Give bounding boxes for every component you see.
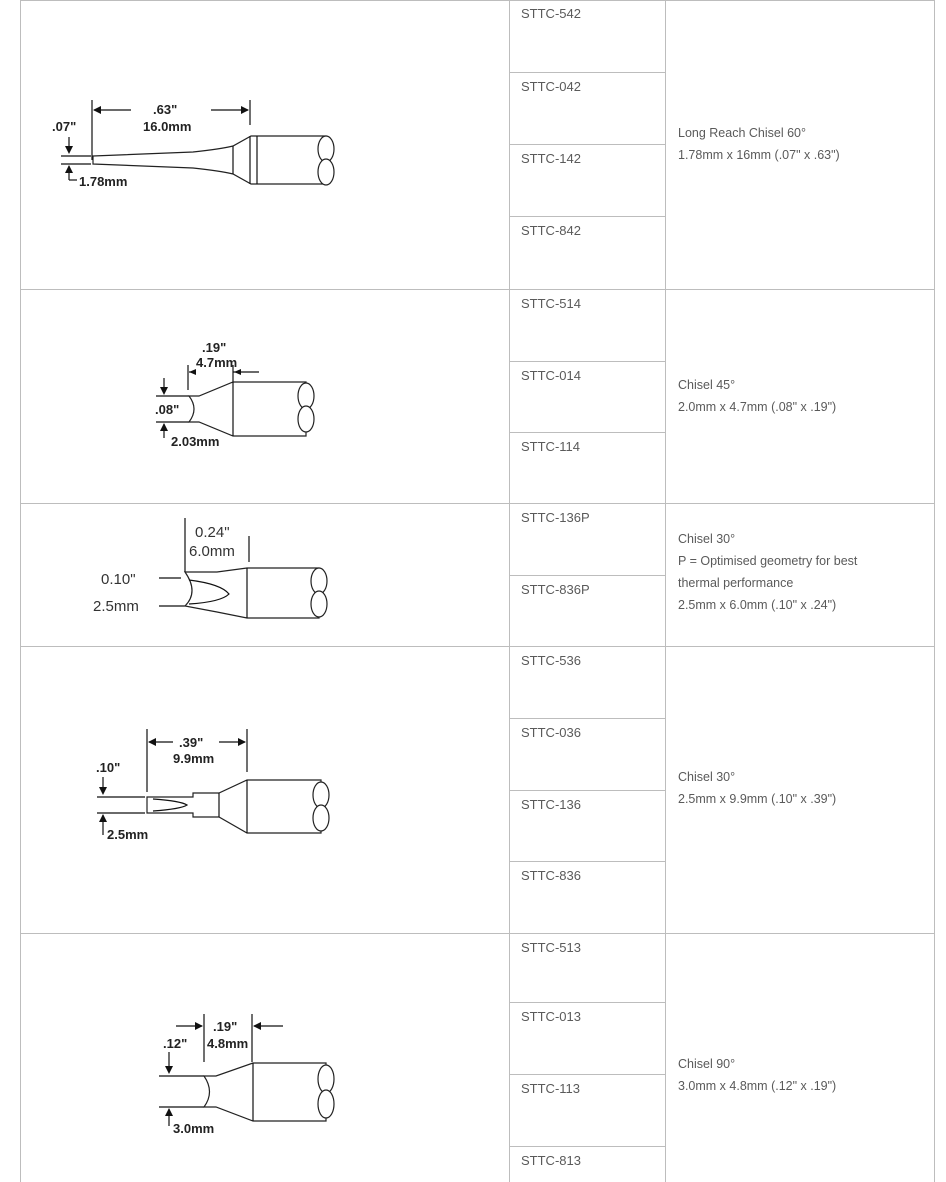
part-numbers-cell: STTC-514 STTC-014 STTC-114: [510, 290, 666, 503]
description-line: 2.5mm x 6.0mm (.10" x .24"): [678, 598, 837, 612]
dim-bottom-mm: 2.03mm: [171, 434, 219, 449]
description: Chisel 45° 2.0mm x 4.7mm (.08" x .19"): [678, 374, 836, 418]
table-row: .19" 4.7mm .08" 2.03mm: [21, 290, 934, 504]
dim-bottom-mm: 3.0mm: [173, 1121, 214, 1136]
part-number[interactable]: STTC-114: [521, 439, 580, 454]
description-line: Chisel 45°: [678, 378, 736, 392]
table-row: 0.24" 6.0mm 0.10" 2.5mm STTC-136P STTC-8…: [21, 504, 934, 647]
tip-drawing-cell: .39" 9.9mm .10" 2.5mm: [21, 647, 510, 933]
part-number[interactable]: STTC-842: [521, 223, 581, 238]
part-number[interactable]: STTC-142: [510, 145, 665, 217]
description-line: Long Reach Chisel 60°: [678, 126, 806, 140]
dim-top-mm: 4.7mm: [196, 355, 237, 370]
description: Chisel 90° 3.0mm x 4.8mm (.12" x .19"): [678, 1053, 836, 1097]
tip-drawing-cell: 0.24" 6.0mm 0.10" 2.5mm: [21, 504, 510, 646]
dim-top-mm: 9.9mm: [173, 751, 214, 766]
description-cell: Long Reach Chisel 60° 1.78mm x 16mm (.07…: [666, 0, 934, 289]
description-line: 3.0mm x 4.8mm (.12" x .19"): [678, 1079, 837, 1093]
tip-catalog-table: .63" 16.0mm .07" 1.78mm: [20, 0, 935, 1182]
chisel-30-tip-drawing: .39" 9.9mm .10" 2.5mm: [96, 729, 330, 842]
dim-top-mm: 6.0mm: [189, 543, 235, 560]
tip-drawing-cell: .19" 4.7mm .08" 2.03mm: [21, 290, 510, 503]
part-number[interactable]: STTC-136: [510, 791, 665, 862]
description-cell: Chisel 30° P = Optimised geometry for be…: [666, 504, 934, 646]
part-number[interactable]: STTC-542: [510, 0, 665, 73]
part-number[interactable]: STTC-836P: [521, 582, 590, 597]
part-number[interactable]: STTC-042: [510, 73, 665, 145]
description: Chisel 30° P = Optimised geometry for be…: [678, 528, 857, 616]
description-line: P = Optimised geometry for best: [678, 554, 858, 568]
dim-left-mm: 2.5mm: [93, 598, 139, 615]
part-number[interactable]: STTC-036: [510, 719, 665, 791]
part-number[interactable]: STTC-536: [510, 647, 665, 719]
table-row: .63" 16.0mm .07" 1.78mm: [21, 0, 934, 290]
dim-bottom-mm: 1.78mm: [79, 174, 127, 189]
dim-left-inch: .12": [163, 1036, 187, 1051]
part-number[interactable]: STTC-014: [510, 362, 665, 433]
description-line: 2.0mm x 4.7mm (.08" x .19"): [678, 400, 837, 414]
table-row: .19" 4.8mm .12" 3.0mm STTC-513 STTC-013 …: [21, 934, 934, 1182]
dim-top-inch: .19": [213, 1019, 237, 1034]
description-line: 2.5mm x 9.9mm (.10" x .39"): [678, 792, 837, 806]
description-cell: Chisel 45° 2.0mm x 4.7mm (.08" x .19"): [666, 290, 934, 503]
description-line: thermal performance: [678, 576, 794, 590]
tip-drawing-cell: .19" 4.8mm .12" 3.0mm: [21, 934, 510, 1182]
long-reach-chisel-tip-drawing: .63" 16.0mm .07" 1.78mm: [52, 100, 335, 189]
chisel-45-tip-drawing: .19" 4.7mm .08" 2.03mm: [155, 340, 315, 449]
dim-top-inch: .19": [202, 340, 226, 355]
description-cell: Chisel 30° 2.5mm x 9.9mm (.10" x .39"): [666, 647, 934, 933]
description-line: 1.78mm x 16mm (.07" x .63"): [678, 148, 840, 162]
part-numbers-cell: STTC-136P STTC-836P: [510, 504, 666, 646]
part-number[interactable]: STTC-113: [510, 1075, 665, 1147]
table-top-border: [21, 0, 934, 1]
chisel-30-optimised-tip-drawing: 0.24" 6.0mm 0.10" 2.5mm: [93, 518, 328, 619]
dim-top-mm: 16.0mm: [143, 119, 191, 134]
part-number[interactable]: STTC-136P: [510, 504, 665, 576]
part-numbers-cell: STTC-536 STTC-036 STTC-136 STTC-836: [510, 647, 666, 933]
dim-top-inch: 0.24": [195, 524, 230, 541]
description-cell: Chisel 90° 3.0mm x 4.8mm (.12" x .19"): [666, 934, 934, 1182]
part-number[interactable]: STTC-836: [521, 868, 581, 883]
description: Long Reach Chisel 60° 1.78mm x 16mm (.07…: [678, 122, 840, 166]
dim-bottom-mm: 2.5mm: [107, 827, 148, 842]
table-row: .39" 9.9mm .10" 2.5mm STTC-536 STTC-036: [21, 647, 934, 934]
dim-left-inch: .08": [155, 402, 179, 417]
part-numbers-cell: STTC-513 STTC-013 STTC-113 STTC-813: [510, 934, 666, 1182]
part-number[interactable]: STTC-514: [510, 290, 665, 362]
description-line: Chisel 30°: [678, 770, 736, 784]
part-numbers-cell: STTC-542 STTC-042 STTC-142 STTC-842: [510, 0, 666, 289]
dim-left-inch: 0.10": [101, 571, 136, 588]
dim-top-mm: 4.8mm: [207, 1036, 248, 1051]
description-line: Chisel 90°: [678, 1057, 736, 1071]
dim-top-inch: .39": [179, 735, 203, 750]
part-number[interactable]: STTC-813: [521, 1153, 581, 1168]
description-line: Chisel 30°: [678, 532, 736, 546]
dim-left-inch: .10": [96, 760, 120, 775]
tip-drawing-cell: .63" 16.0mm .07" 1.78mm: [21, 0, 510, 289]
description: Chisel 30° 2.5mm x 9.9mm (.10" x .39"): [678, 766, 836, 810]
dim-top-inch: .63": [153, 102, 177, 117]
chisel-90-tip-drawing: .19" 4.8mm .12" 3.0mm: [159, 1014, 335, 1136]
dim-left-inch: .07": [52, 119, 76, 134]
part-number[interactable]: STTC-013: [510, 1003, 665, 1075]
part-number[interactable]: STTC-513: [510, 934, 665, 1003]
